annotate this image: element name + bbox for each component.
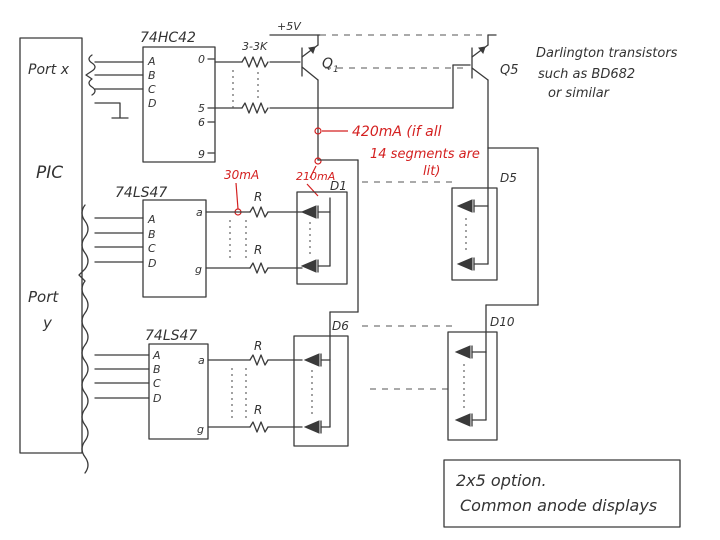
vplus-label: +5V (277, 20, 302, 33)
dec-pin-a: A (147, 55, 156, 68)
d1-label: D1 (330, 179, 347, 193)
bcd2-pin-a: A (152, 349, 161, 362)
bcd2-resistor-g (249, 421, 269, 433)
pic-block: PIC Port x Port y (19, 37, 96, 474)
dec-pin-d: D (148, 97, 156, 110)
q5-label: Q5 (500, 63, 519, 78)
power-rail: +5V (269, 20, 497, 36)
port-y-label-2: y (42, 314, 53, 332)
option-line-1: 2x5 option. (456, 471, 547, 490)
bcd2-label: 74LS47 (145, 328, 197, 344)
bcd2-resistor-a (249, 354, 269, 366)
bcd1-resistor-a (249, 206, 269, 218)
bcd1-resistor-g (249, 262, 269, 274)
bcd-decoder-2: 74LS47 A B C D a g R R (94, 328, 303, 440)
bcd2-pin-d: D (153, 392, 161, 405)
transistor-q1: Q 1 (301, 34, 339, 161)
bcd2-pin-b: B (153, 363, 161, 376)
transistor-q5: Q5 (471, 34, 519, 149)
base-resistor-q1 (241, 56, 269, 68)
bcd2-pin-c: C (153, 377, 161, 390)
anode-bus-left (317, 159, 359, 333)
dec-pin-6: 6 (198, 116, 205, 129)
bcd2-r-label-a: R (254, 339, 262, 353)
current-annotations: 420mA (if all 14 segments are lit) 30mA … (224, 124, 480, 216)
option-note-box: 2x5 option. Common anode displays (443, 459, 681, 528)
display-d6: D6 (293, 319, 349, 447)
bcd1-r-label-g: R (254, 243, 262, 257)
dec-pin-5: 5 (198, 102, 205, 115)
decoder-input-wires (94, 61, 144, 119)
decoder-output-wiring: 3-3K (214, 40, 471, 114)
bcd1-pin-b: B (148, 228, 156, 241)
port-x-label: Port x (28, 62, 70, 78)
current-lit-label: lit) (423, 164, 440, 179)
current-210-label: 210mA (296, 170, 335, 183)
bcd1-r-label-a: R (254, 190, 262, 204)
dec-pin-c: C (148, 83, 156, 96)
bcd1-pin-seg-a: a (196, 206, 203, 219)
decoder-label: 74HC42 (140, 30, 196, 46)
d6-label: D6 (332, 319, 349, 333)
pic-label: PIC (36, 163, 63, 183)
bcd1-input-wires (94, 217, 144, 263)
q1-subscript: 1 (333, 65, 339, 75)
note-line-2: such as BD682 (538, 67, 635, 82)
bcd2-r-label-g: R (254, 403, 262, 417)
bcd2-input-wires (94, 354, 150, 399)
darlington-note: Darlington transistors such as BD682 or … (536, 46, 678, 101)
display-d10: D10 (447, 315, 515, 441)
bcd1-pin-seg-g: g (195, 263, 202, 276)
bcd2-pin-seg-a: a (198, 354, 205, 367)
bcd1-pin-c: C (148, 242, 156, 255)
note-line-3: or similar (548, 86, 611, 101)
bcd1-pin-d: D (148, 257, 156, 270)
note-line-1: Darlington transistors (536, 46, 678, 61)
dec-pin-0: 0 (198, 53, 205, 66)
dec-pin-b: B (148, 69, 156, 82)
base-resistor-label: 3-3K (242, 40, 268, 53)
d5-label: D5 (500, 171, 517, 185)
port-y-label-1: Port (28, 288, 59, 306)
current-seg-label: 14 segments are (370, 147, 480, 162)
current-total-label: 420mA (if all (352, 124, 442, 140)
display-d1: D1 (296, 179, 348, 285)
port-y-brace (78, 204, 89, 474)
bcd1-pin-a: A (147, 213, 156, 226)
anode-bus-right (485, 147, 539, 353)
bcd2-pin-seg-g: g (197, 423, 204, 436)
base-resistor-q5 (241, 102, 269, 114)
dec-pin-9: 9 (198, 148, 205, 161)
option-line-2: Common anode displays (460, 496, 657, 515)
d10-label: D10 (490, 315, 515, 329)
decoder-74hc42: 74HC42 A B C D 0 5 6 9 (94, 30, 216, 163)
bcd-decoder-1: 74LS47 A B C D a g R R (94, 185, 303, 298)
port-x-brace (85, 54, 96, 96)
current-30-label: 30mA (224, 168, 259, 182)
display-d5: D5 (451, 147, 517, 281)
bcd1-label: 74LS47 (115, 185, 167, 201)
q1-label: Q (322, 56, 333, 72)
